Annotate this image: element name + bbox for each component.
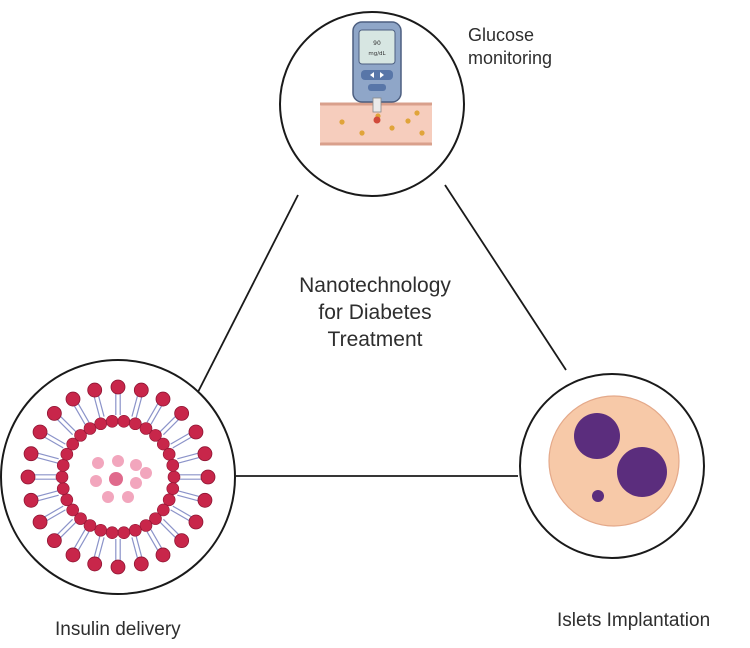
insulin-particle <box>112 455 124 467</box>
lipid-head-outer <box>188 424 204 440</box>
insulin-particle <box>122 491 134 503</box>
lipid-head-outer <box>87 556 103 572</box>
lipid-head-inner <box>167 470 181 484</box>
lipid-head-outer <box>20 469 36 485</box>
islet-cell-icon <box>548 395 680 527</box>
lipid-head-outer <box>23 492 39 508</box>
lipid-head-inner <box>56 482 70 495</box>
lipid-head-outer <box>174 405 190 421</box>
insulin-particle <box>102 491 114 503</box>
insulin-particle <box>90 475 102 487</box>
lipid-head-outer <box>46 533 62 549</box>
connector-glucose-islets <box>444 184 567 371</box>
lipid-head-outer <box>110 559 126 575</box>
lipid-head-outer <box>200 469 216 485</box>
glucose-monitoring-label: Glucose monitoring <box>468 24 552 70</box>
lipid-head-outer <box>155 547 171 563</box>
lipid-head-inner <box>66 437 79 451</box>
lipid-head-inner <box>83 519 97 532</box>
lipid-head-inner <box>166 459 180 472</box>
lipid-head-outer <box>133 382 149 398</box>
islets-implantation-node <box>519 373 705 559</box>
insulin-particle <box>130 477 142 489</box>
insulin-particle <box>140 467 152 479</box>
insulin-particle <box>92 457 104 469</box>
lipid-head-inner <box>105 526 119 539</box>
lipid-head-inner <box>117 526 131 539</box>
lipid-head-inner <box>60 447 74 461</box>
lipid-head-inner <box>94 523 107 537</box>
lipid-head-inner <box>94 417 107 431</box>
lipid-head-inner <box>157 503 170 517</box>
lipid-head-inner <box>60 493 74 507</box>
lipid-head-inner <box>129 417 142 431</box>
lipid-head-outer <box>174 533 190 549</box>
lipid-head-outer <box>65 391 81 407</box>
liposome-icon <box>20 379 216 575</box>
lipid-head-outer <box>197 446 213 462</box>
lipid-head-inner <box>74 512 87 525</box>
glucose-label-line-2: monitoring <box>468 48 553 68</box>
meter-unit: mg/dL <box>368 51 386 57</box>
lipid-head-inner <box>105 415 119 428</box>
center-title-line-2: for Diabetes <box>318 301 432 324</box>
lipid-head-inner <box>66 503 79 517</box>
insulin-particle <box>109 472 123 486</box>
glucose-monitoring-node: 90 mg/dL <box>279 11 465 197</box>
lipid-head-outer <box>155 391 171 407</box>
lipid-head-inner <box>162 493 176 507</box>
insulin-delivery-node <box>0 359 236 595</box>
lipid-head-inner <box>139 422 153 435</box>
lipid-head-outer <box>65 547 81 563</box>
meter-reading: 90 <box>373 40 381 47</box>
lipid-head-outer <box>133 556 149 572</box>
glucose-label-line-1: Glucose <box>468 25 535 45</box>
islets-implantation-label: Islets Implantation <box>557 610 711 631</box>
lipid-head-outer <box>188 514 204 530</box>
lipid-head-outer <box>197 492 213 508</box>
lipid-head-inner <box>162 447 176 461</box>
center-title: Nanotechnology for Diabetes Treatment <box>250 272 500 353</box>
lipid-head-outer <box>23 446 39 462</box>
glucose-meter-icon: 90 mg/dL <box>352 21 402 124</box>
lipid-head-inner <box>149 512 162 525</box>
insulin-particle <box>130 459 142 471</box>
center-title-line-3: Treatment <box>327 328 423 351</box>
lipid-head-inner <box>117 415 131 428</box>
lipid-head-inner <box>55 470 69 484</box>
lipid-head-inner <box>139 519 153 532</box>
lipid-head-inner <box>166 482 180 495</box>
lipid-head-inner <box>149 429 162 442</box>
lipid-head-inner <box>74 429 87 442</box>
lipid-head-inner <box>56 459 70 472</box>
center-title-line-1: Nanotechnology <box>299 274 451 297</box>
lipid-head-outer <box>32 514 48 530</box>
lipid-head-outer <box>110 379 126 395</box>
lipid-head-inner <box>83 422 97 435</box>
lipid-head-inner <box>157 437 170 451</box>
lipid-head-outer <box>87 382 103 398</box>
blood-vessel-icon <box>320 102 432 146</box>
lipid-head-inner <box>129 523 142 537</box>
lipid-head-outer <box>46 405 62 421</box>
lipid-head-outer <box>32 424 48 440</box>
insulin-delivery-label: Insulin delivery <box>55 619 181 640</box>
connector-glucose-insulin <box>197 194 299 393</box>
